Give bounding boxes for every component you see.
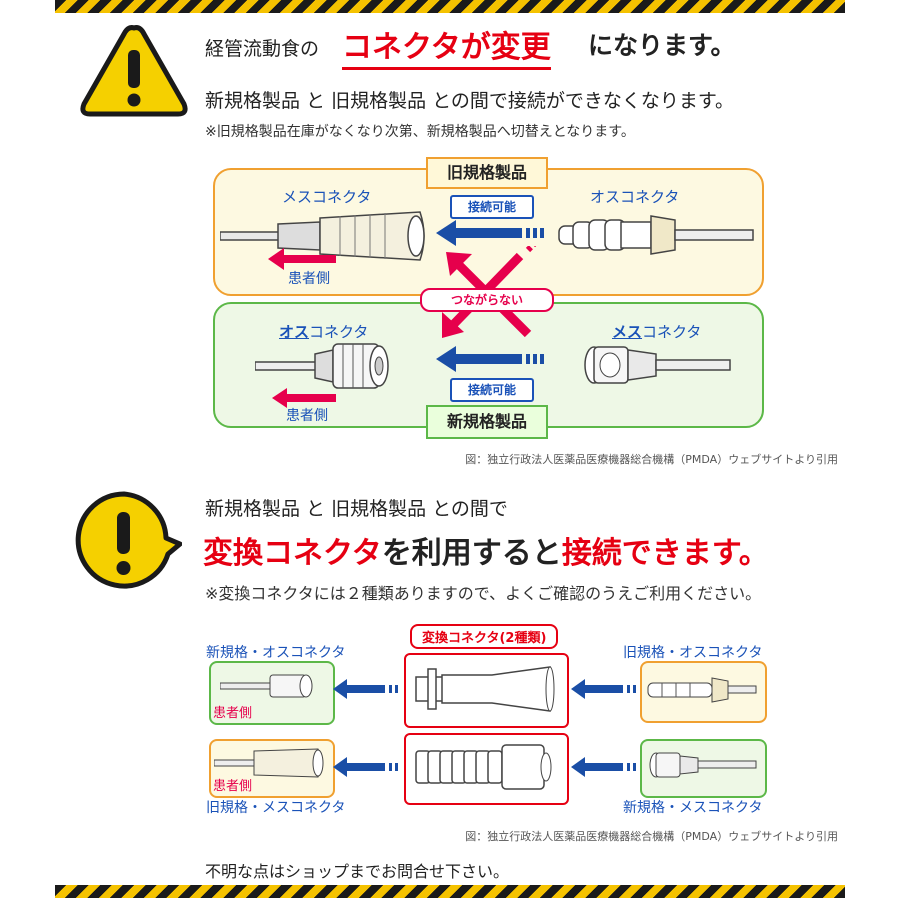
new-standard-tag: 新規格製品 [426,405,548,439]
new-female-rest: コネクタ [642,323,702,341]
h-conv: 変換コネクタ [203,536,382,571]
section2-note: ※変換コネクタには２種類ありますので、よくご確認のうえご利用ください。 [205,584,762,603]
note-line: ※旧規格製品在庫がなくなり次第、新規格製品へ切替えとなります。 [205,124,635,140]
connectable-top-badge: 接続可能 [450,195,534,219]
new-female-emph: メス [612,323,643,341]
not-connect-badge: つながらない [420,288,554,312]
arrow-left-icon [436,346,544,372]
bottom-warning-stripe [55,885,845,898]
new-female-small-icon [649,752,757,778]
old-male-label: オスコネクタ [590,188,680,206]
bottom-right-label: 新規格・メスコネクタ [623,800,763,816]
new-male-connector-icon [255,343,389,389]
converter-1-icon [415,666,555,712]
patient-side-2a: 患者側 [213,706,253,721]
arrow-left-icon [333,679,398,699]
new-female-connector-icon [584,346,731,384]
arrow-left-icon [333,757,398,777]
new-male-small-icon [220,674,313,698]
arrow-left-icon [571,679,636,699]
patient-side-bottom: 患者側 [286,408,328,424]
warning-triangle-icon [80,25,188,117]
connectable-bottom-badge: 接続可能 [450,378,534,402]
arrow-left-icon [571,757,636,777]
headline-prefix: 経管流動食の [205,38,320,60]
warning-bubble-icon [75,491,182,589]
headline-suffix: になります。 [588,31,736,60]
bottom-left-label: 旧規格・メスコネクタ [206,800,346,816]
new-male-rest: コネクタ [309,323,369,341]
arrow-left-icon [436,220,544,246]
diagram1-caption: 図：独立行政法人医薬品医療機器総合機構（PMDA）ウェブサイトより引用 [465,453,838,466]
diagram2-caption: 図：独立行政法人医薬品医療機器総合機構（PMDA）ウェブサイトより引用 [465,830,838,843]
top-right-label: 旧規格・オスコネクタ [623,645,763,661]
footer-contact: 不明な点はショップまでお問合せ下さい。 [205,862,510,881]
incompat-line: 新規格製品 と 旧規格製品 との間で接続ができなくなります。 [205,90,735,112]
top-left-label: 新規格・オスコネクタ [206,645,346,661]
section2-headline: 変換コネクタを利用すると接続できます。 [203,528,769,572]
section2-line1: 新規格製品 と 旧規格製品 との間で [205,498,508,520]
headline-1: 経管流動食の [205,34,319,61]
old-female-label: メスコネクタ [282,188,372,206]
converter-2-icon [415,744,552,790]
new-male-label: オスコネクタ [279,321,368,342]
patient-arrow-top-icon [268,248,336,270]
headline-emph: コネクタが変更 [342,22,551,70]
new-female-label: メスコネクタ [612,321,701,342]
old-female-connector-icon [220,211,425,261]
patient-side-top: 患者側 [288,271,330,287]
old-standard-tag: 旧規格製品 [426,157,548,189]
conv-title-badge: 変換コネクタ(2種類) [410,624,559,649]
old-female-small-icon [214,748,324,778]
patient-arrow-bottom-icon [272,388,336,408]
old-male-small-icon [647,677,757,703]
top-warning-stripe [55,0,845,13]
h-conn: 接続できます。 [561,536,769,571]
patient-side-2b: 患者側 [213,779,253,794]
new-male-emph: オス [279,323,310,341]
h-use: を利用すると [381,536,562,571]
old-male-connector-icon [558,215,754,255]
